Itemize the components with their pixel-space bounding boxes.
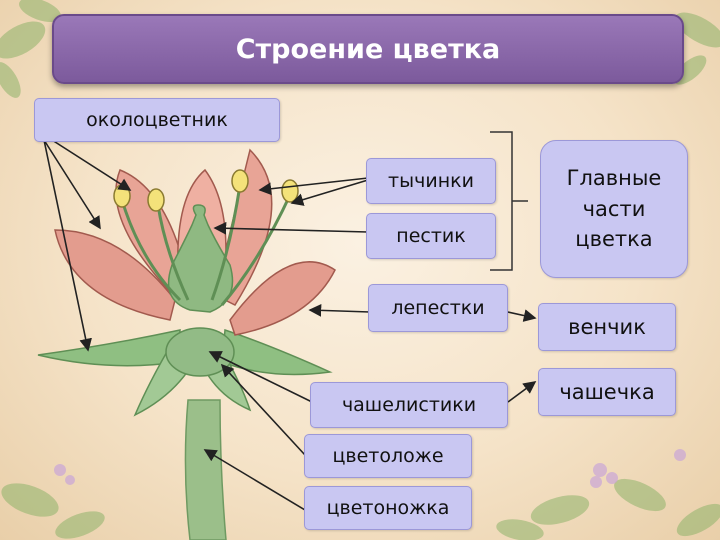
arrow-stamens-1 [258, 177, 369, 196]
anther [147, 188, 165, 212]
receptacle-shape [165, 327, 235, 377]
label-stamens: тычинки [366, 158, 496, 204]
arrow-stamens-2 [290, 179, 369, 206]
main-parts-bracket [490, 131, 528, 271]
label-sepals: чашелистики [310, 382, 508, 428]
sepal-left [37, 329, 181, 367]
group-calyx: чашечка [538, 368, 676, 416]
arrow-perianth-2 [43, 139, 92, 352]
arrow-perianth-1 [43, 139, 101, 230]
anther [231, 169, 249, 193]
petal-left [54, 229, 176, 321]
arrow-pedicel [203, 449, 306, 511]
arrow-sepals [208, 351, 313, 403]
arrow-receptacle [220, 363, 306, 456]
label-pistil: пестик [366, 213, 496, 259]
arrow-perianth-3 [51, 139, 132, 191]
sepal-right [221, 328, 333, 376]
group-corolla: венчик [538, 303, 676, 351]
label-receptacle: цветоложе [304, 434, 472, 478]
arrow-petals [308, 303, 371, 317]
slide-title: Строение цветка [52, 14, 684, 84]
arrow-pistil [213, 221, 369, 235]
arrow-petals-to-corolla [507, 309, 537, 322]
petal-right [229, 261, 336, 336]
label-petals: лепестки [368, 284, 508, 332]
anther [281, 179, 299, 203]
label-perianth: околоцветник [34, 98, 280, 142]
arrow-sepals-to-calyx [507, 381, 537, 403]
label-pedicel: цветоножка [304, 486, 472, 530]
flower-stem [184, 399, 227, 540]
group-main-parts: Главные части цветка [540, 140, 688, 278]
